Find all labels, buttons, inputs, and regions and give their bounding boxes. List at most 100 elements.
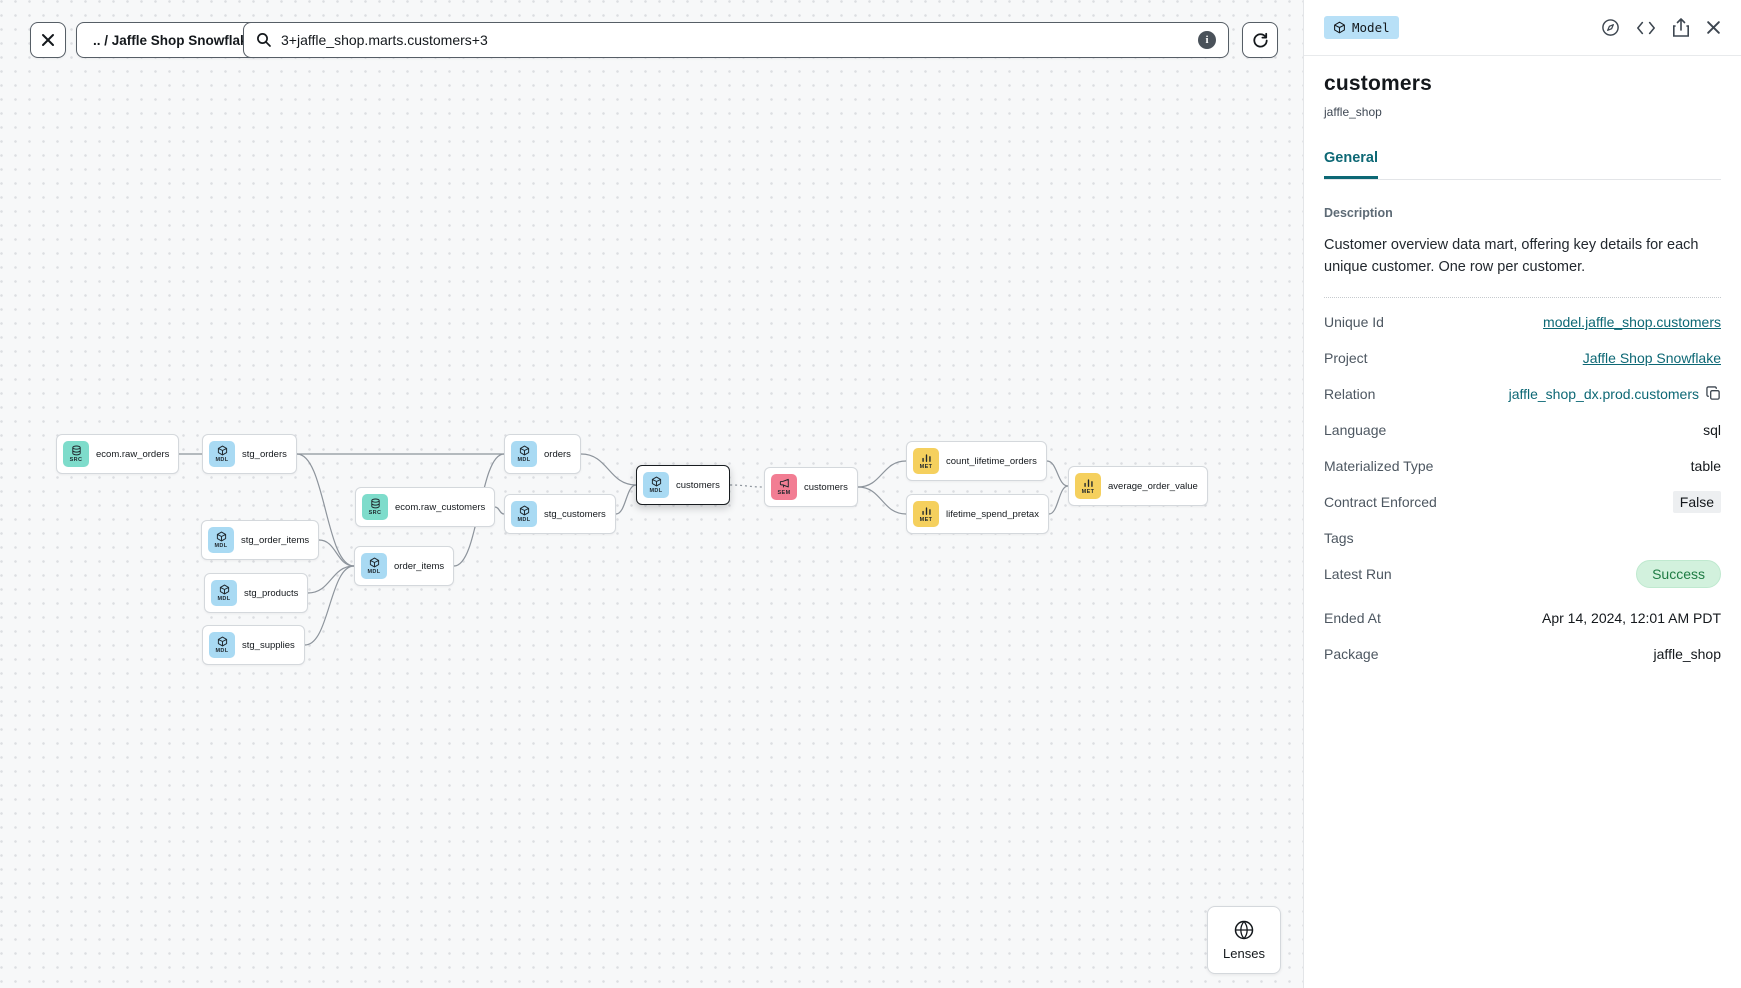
materialized-type-value: table [1690,457,1721,474]
code-icon[interactable] [1636,20,1656,36]
dag-node-stg_customers[interactable]: MDL stg_customers [504,494,616,534]
field-row-materialized-type: Materialized Type table [1324,457,1721,474]
tab-general[interactable]: General [1324,150,1378,179]
field-row-tags: Tags [1324,529,1354,546]
field-row-language: Language sql [1324,421,1721,438]
package-value: jaffle_shop [1653,645,1721,662]
dag-edge [615,484,637,515]
node-label: stg_orders [242,448,287,460]
dag-edge [296,453,355,567]
dag-edge [1046,460,1069,487]
status-badge[interactable]: Success [1636,559,1721,588]
search-input[interactable] [281,32,1189,48]
copy-icon[interactable] [1706,386,1721,401]
section-divider [1324,296,1721,298]
dag-edge [857,460,907,488]
unique-id-link[interactable]: model.jaffle_shop.customers [1543,313,1721,330]
dag-node-order_items[interactable]: MDL order_items [354,546,455,586]
model-icon: MDL [209,441,235,467]
dag-node-orders[interactable]: MDL orders [504,434,581,474]
field-row-unique-id: Unique Id model.jaffle_shop.customers [1324,313,1721,330]
description-text: Customer overview data mart, offering ke… [1324,237,1699,276]
ended-at-value: Apr 14, 2024, 12:01 AM PDT [1542,609,1721,626]
description-label: Description [1324,206,1393,220]
breadcrumb[interactable]: .. / Jaffle Shop Snowflake [76,22,273,58]
dag-node-average_order_value[interactable]: MET average_order_value [1068,466,1208,506]
field-row-relation: Relation jaffle_shop_dx.prod.customers [1324,376,1721,412]
panel-tabs: General [1324,149,1721,180]
dag-edge [307,565,355,594]
node-label: ecom.raw_customers [395,501,486,513]
node-label: orders [544,448,571,460]
lineage-search: i [243,22,1229,58]
node-label: customers [804,481,848,493]
dag-node-count_lifetime_orders[interactable]: MET count_lifetime_orders [906,441,1047,481]
contract-enforced-badge: False [1672,490,1721,513]
dag-edge [857,486,907,515]
close-icon [42,34,54,46]
model-icon: MDL [208,527,234,553]
dag-node-ecom.raw_customers[interactable]: SRC ecom.raw_customers [355,487,496,527]
model-package-subtitle: jaffle_shop [1324,105,1382,119]
lens-globe-icon [1234,920,1254,940]
dag-node-lifetime_spend_pretax[interactable]: MET lifetime_spend_pretax [906,494,1049,534]
node-label: lifetime_spend_pretax [946,508,1039,520]
node-label: ecom.raw_orders [96,448,170,460]
dag-edge [494,506,505,515]
node-label: customers [676,479,720,491]
lenses-label: Lenses [1223,946,1265,961]
database-icon: SRC [63,441,89,467]
dag-edge [318,539,355,567]
model-icon: MDL [511,441,537,467]
dag-node-stg_products[interactable]: MDL stg_products [204,573,309,613]
metric-icon: MET [913,448,939,474]
field-row-ended-at: Ended At Apr 14, 2024, 12:01 AM PDT [1324,609,1721,626]
model-icon: MDL [511,501,537,527]
node-label: average_order_value [1108,480,1198,492]
dag-node-ecom.raw_orders[interactable]: SRC ecom.raw_orders [56,434,180,474]
dag-node-stg_orders[interactable]: MDL stg_orders [202,434,297,474]
model-icon: MDL [361,553,387,579]
model-title: customers [1324,72,1433,95]
field-row-contract-enforced: Contract Enforced False [1324,484,1721,520]
dag-edge [1048,485,1069,515]
lenses-button[interactable]: Lenses [1207,906,1281,974]
refresh-icon [1252,32,1268,48]
model-icon: MDL [211,580,237,606]
language-value: sql [1703,421,1721,438]
panel-header: Model [1304,0,1741,56]
dag-edge [729,484,765,488]
node-label: stg_products [244,587,299,599]
dag-node-customers_sem[interactable]: SEM customers [764,467,858,507]
close-lineage-button[interactable] [30,22,66,58]
node-label: stg_order_items [241,534,310,546]
explore-lineage-icon[interactable] [1601,18,1620,37]
node-label: stg_supplies [242,639,295,651]
field-row-package: Package jaffle_shop [1324,645,1721,662]
info-icon[interactable]: i [1198,31,1216,49]
share-icon[interactable] [1672,18,1690,37]
node-label: stg_customers [544,508,606,520]
project-link[interactable]: Jaffle Shop Snowflake [1582,349,1721,366]
resource-type-badge: Model [1324,16,1399,39]
metric-icon: MET [1075,473,1101,499]
relation-value: jaffle_shop_dx.prod.customers [1508,385,1699,402]
lineage-edges [178,453,1069,646]
metric-icon: MET [913,501,939,527]
node-label: order_items [394,560,445,572]
model-icon: MDL [209,632,235,658]
dag-edge [580,453,637,486]
close-panel-icon[interactable] [1706,20,1721,35]
node-label: count_lifetime_orders [946,455,1037,467]
search-icon [257,33,271,47]
details-panel: Model customers jaffle_shop General Desc… [1303,0,1741,988]
model-cube-icon [1334,21,1345,34]
dag-node-stg_supplies[interactable]: MDL stg_supplies [202,625,305,665]
semantic-model-icon: SEM [771,474,797,500]
field-row-project: Project Jaffle Shop Snowflake [1324,349,1721,366]
database-icon: SRC [362,494,388,520]
refresh-button[interactable] [1242,22,1278,58]
dag-node-stg_order_items[interactable]: MDL stg_order_items [201,520,320,560]
